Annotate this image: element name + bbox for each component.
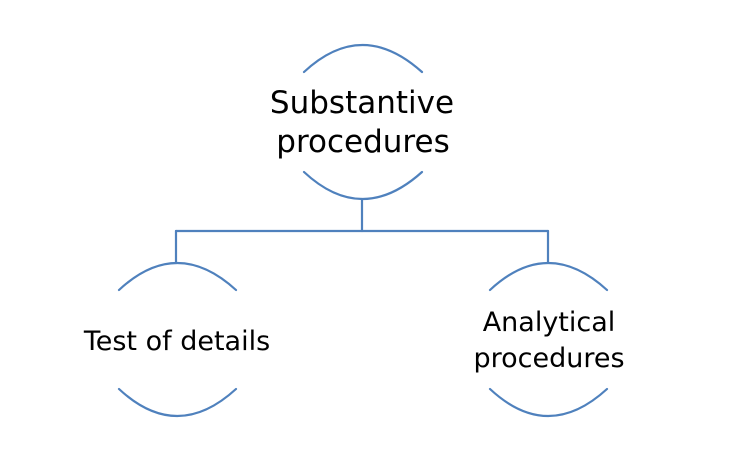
node-label-line-1: Substantive (270, 85, 454, 121)
node-top-arc (488, 262, 609, 292)
node-bottom-arc (117, 387, 238, 417)
node-label-line-2: procedures (473, 343, 624, 374)
node-label-line-1: Analytical (483, 307, 616, 338)
node-substantive-procedures[interactable]: Substantive procedures (270, 44, 454, 200)
node-analytical-procedures[interactable]: Analytical procedures (473, 262, 625, 417)
node-bottom-arc (302, 170, 424, 200)
node-top-arc (302, 44, 424, 74)
node-label-line-1: Test of details (83, 326, 270, 357)
node-bottom-arc (488, 387, 609, 417)
node-top-arc (117, 262, 238, 292)
connectors (174, 197, 550, 265)
node-test-of-details[interactable]: Test of details (83, 262, 270, 417)
node-label-line-2: procedures (276, 124, 449, 160)
